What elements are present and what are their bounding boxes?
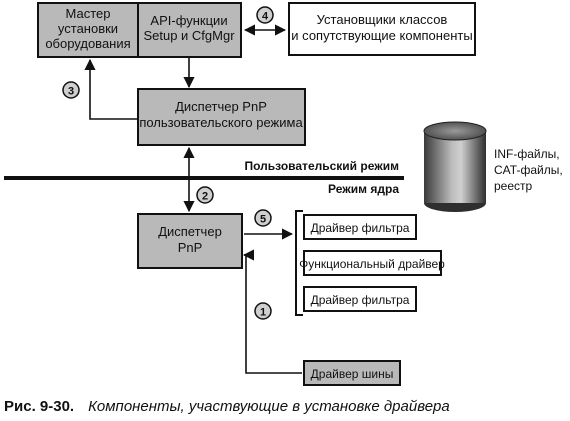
api-line-2: Setup и CfgMgr: [143, 28, 235, 43]
svg-text:2: 2: [202, 191, 208, 203]
step-badge-2: 2: [196, 186, 214, 204]
step-badge-3: 3: [62, 81, 80, 99]
storage-label: INF-файлы, CAT-файлы, реестр: [494, 147, 563, 193]
kernel-mode-label: Режим ядра: [328, 182, 399, 196]
hardware-wizard-box: Мастер установки оборудования: [45, 6, 130, 51]
filter-bottom-label: Драйвер фильтра: [311, 293, 410, 307]
class-installers-box: Установщики классов и сопутствующие комп…: [288, 2, 476, 56]
filter-top-label: Драйвер фильтра: [311, 221, 410, 235]
storage-line-1: INF-файлы,: [494, 147, 560, 161]
figure-caption: Рис. 9-30. Компоненты, участвующие в уста…: [4, 398, 450, 415]
svg-text:1: 1: [260, 307, 266, 319]
bus-driver-box: Драйвер шины: [303, 360, 401, 386]
storage-line-3: реестр: [494, 179, 533, 193]
figure-title: Компоненты, участвующие в установке драй…: [88, 398, 450, 415]
installers-line-1: Установщики классов: [317, 12, 448, 27]
bus-driver-label: Драйвер шины: [311, 367, 394, 381]
pnp-kernel-box: Диспетчер PnP: [137, 213, 243, 269]
storage-cylinder-icon: [423, 121, 487, 212]
driver-stack-bracket: [295, 210, 303, 316]
pnp-user-line-2: пользовательского режима: [139, 115, 303, 130]
pnp-kernel-line-1: Диспетчер: [158, 224, 222, 239]
master-line-3: оборудования: [45, 36, 130, 51]
arrow-bus-to-pnp: [242, 249, 302, 374]
step-badge-4: 4: [256, 6, 274, 24]
user-mode-label: Пользовательский режим: [245, 159, 400, 173]
svg-text:4: 4: [262, 11, 269, 23]
setup-box-group: [37, 2, 242, 58]
master-line-1: Мастер: [66, 6, 111, 21]
arrow-pnp-user-to-wizard: [84, 58, 137, 120]
figure-number: Рис. 9-30.: [4, 398, 75, 415]
setup-api-box: API-функции Setup и CfgMgr: [143, 13, 235, 43]
filter-driver-top-box: Драйвер фильтра: [303, 214, 417, 240]
filter-driver-bottom-box: Драйвер фильтра: [303, 286, 417, 312]
svg-text:5: 5: [260, 214, 266, 226]
api-line-1: API-функции: [150, 13, 227, 28]
step-badge-5: 5: [254, 209, 272, 227]
svg-text:3: 3: [68, 86, 74, 98]
master-line-2: установки: [58, 21, 118, 36]
pnp-user-mode-box: Диспетчер PnP пользовательского режима: [137, 88, 306, 146]
pnp-user-line-1: Диспетчер PnP: [175, 99, 267, 114]
installers-line-2: и сопутствующие компоненты: [291, 28, 472, 43]
functional-driver-box: Функциональный драйвер: [299, 250, 445, 276]
storage-line-2: CAT-файлы,: [494, 163, 563, 177]
pnp-kernel-line-2: PnP: [178, 240, 203, 255]
step-badge-1: 1: [254, 302, 272, 320]
functional-label: Функциональный драйвер: [299, 257, 445, 271]
